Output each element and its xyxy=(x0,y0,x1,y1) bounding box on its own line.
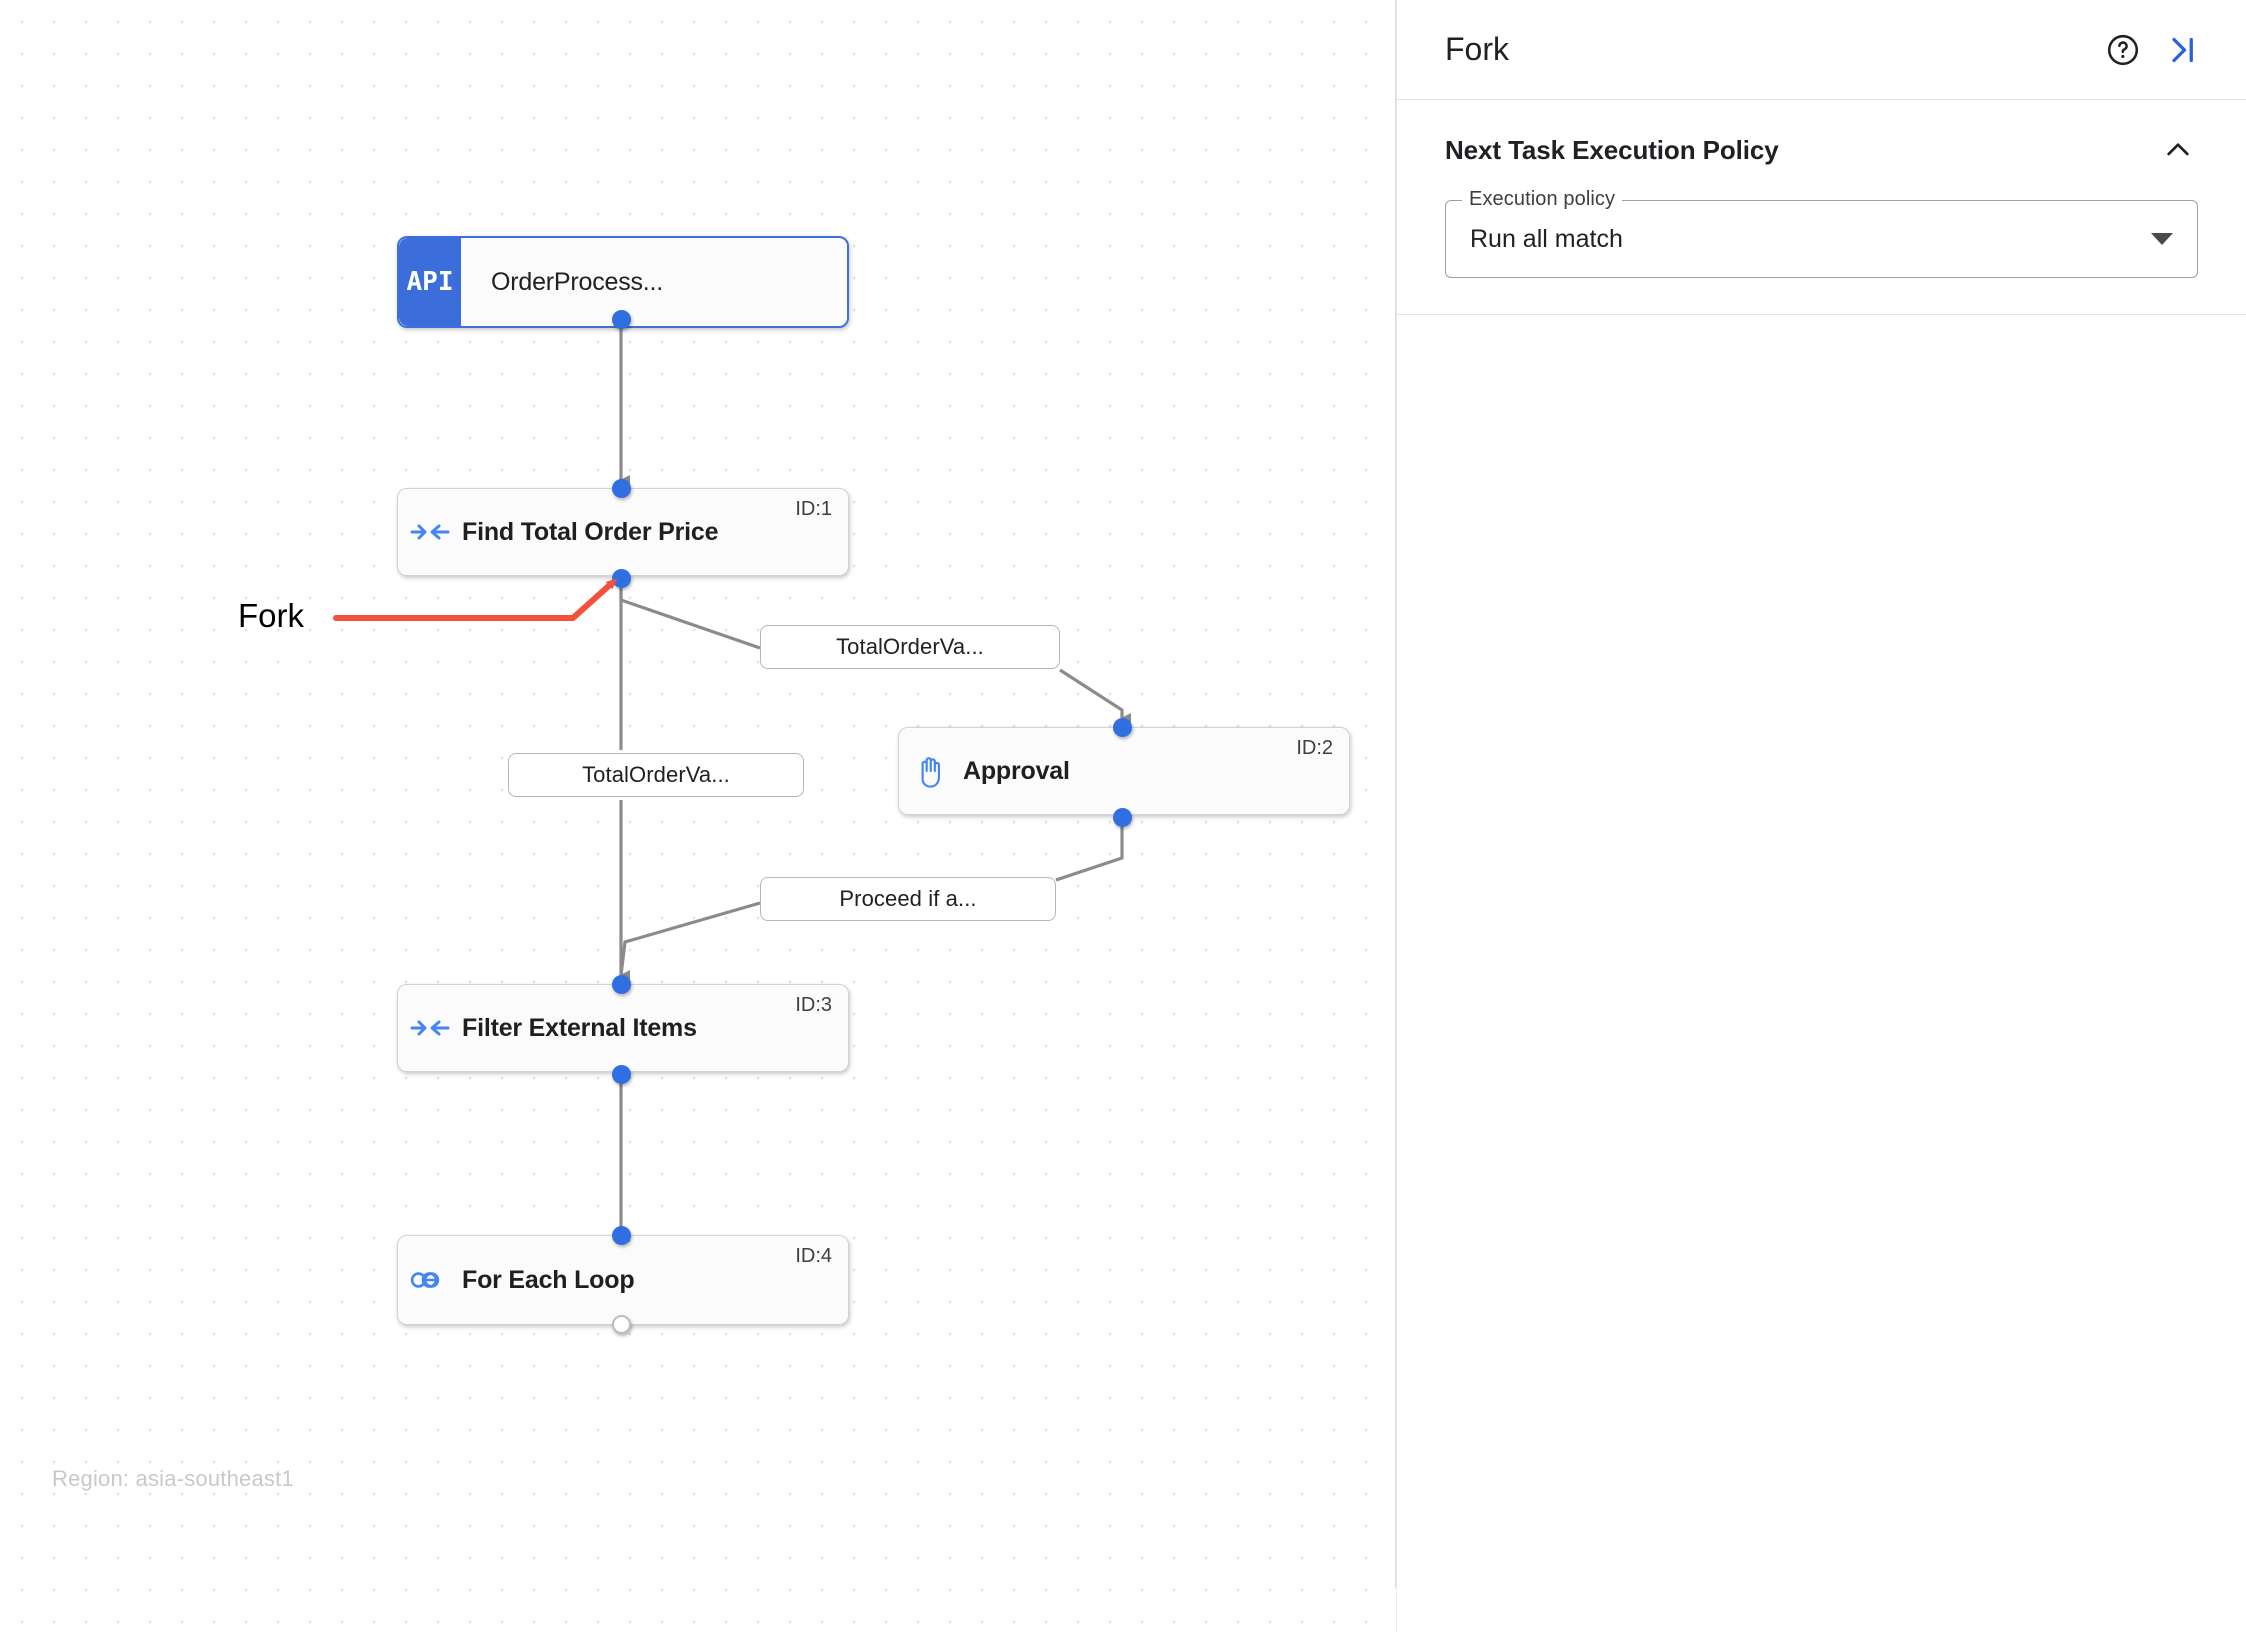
node-approval[interactable]: Approval ID:2 xyxy=(898,727,1350,815)
node-label: For Each Loop xyxy=(462,1265,635,1294)
node-orderprocess-out-port[interactable] xyxy=(612,310,631,329)
chevron-up-icon[interactable] xyxy=(2158,130,2198,170)
node-approval-out-port[interactable] xyxy=(1113,808,1132,827)
node-filter-out-port[interactable] xyxy=(612,1065,631,1084)
node-filter-in-port[interactable] xyxy=(612,975,631,994)
panel-header: Fork xyxy=(1397,0,2246,100)
node-label: Find Total Order Price xyxy=(462,517,719,546)
node-id-badge: ID:1 xyxy=(795,498,832,520)
execution-policy-label: Execution policy xyxy=(1462,188,1623,211)
edge-layer xyxy=(619,325,1131,1242)
hand-icon xyxy=(899,753,963,789)
canvas-panel-divider xyxy=(1395,0,1396,1588)
flow-canvas[interactable]: Fork API OrderProcess... Find Total Orde… xyxy=(0,0,1396,1632)
properties-panel: Fork Next Task Execution Policy xyxy=(1396,0,2246,1632)
section-header-row[interactable]: Next Task Execution Policy xyxy=(1445,130,2198,170)
execution-policy-value: Run all match xyxy=(1470,224,1623,253)
infinity-icon xyxy=(398,1267,462,1293)
node-id-badge: ID:2 xyxy=(1296,737,1333,759)
region-label: Region: asia-southeast1 xyxy=(52,1466,294,1491)
merge-arrows-icon xyxy=(398,1015,462,1041)
node-find-total-in-port[interactable] xyxy=(612,479,631,498)
node-foreach-in-port[interactable] xyxy=(612,1226,631,1245)
collapse-panel-right-icon[interactable] xyxy=(2160,27,2206,73)
section-title: Next Task Execution Policy xyxy=(1445,134,1779,165)
node-id-badge: ID:4 xyxy=(795,1245,832,1267)
node-id-badge: ID:3 xyxy=(795,994,832,1016)
node-approval-in-port[interactable] xyxy=(1113,718,1132,737)
help-circle-icon[interactable] xyxy=(2100,27,2146,73)
node-for-each-loop[interactable]: For Each Loop ID:4 xyxy=(397,1235,849,1325)
edge-label-proceed-if-approved[interactable]: Proceed if a... xyxy=(760,877,1056,921)
node-label: Approval xyxy=(963,756,1070,785)
next-task-execution-policy-section: Next Task Execution Policy Execution pol… xyxy=(1397,100,2246,315)
chevron-down-icon[interactable] xyxy=(2151,233,2173,245)
execution-policy-select[interactable]: Execution policy Run all match xyxy=(1445,188,2198,278)
merge-arrows-icon xyxy=(398,519,462,545)
edge-label-total-order-value-approval[interactable]: TotalOrderVa... xyxy=(760,625,1060,669)
node-find-total-order-price[interactable]: Find Total Order Price ID:1 xyxy=(397,488,849,576)
node-label: OrderProcess... xyxy=(491,267,664,296)
panel-title: Fork xyxy=(1445,31,1509,67)
edge-label-total-order-value-direct[interactable]: TotalOrderVa... xyxy=(508,753,804,797)
node-filter-external-items[interactable]: Filter External Items ID:3 xyxy=(397,984,849,1072)
annotation-label-fork: Fork xyxy=(238,597,304,634)
node-orderprocess[interactable]: API OrderProcess... xyxy=(397,236,849,328)
node-find-total-out-port[interactable] xyxy=(612,569,631,588)
api-badge: API xyxy=(399,238,461,326)
node-label: Filter External Items xyxy=(462,1013,697,1042)
node-foreach-out-port[interactable] xyxy=(612,1315,631,1334)
